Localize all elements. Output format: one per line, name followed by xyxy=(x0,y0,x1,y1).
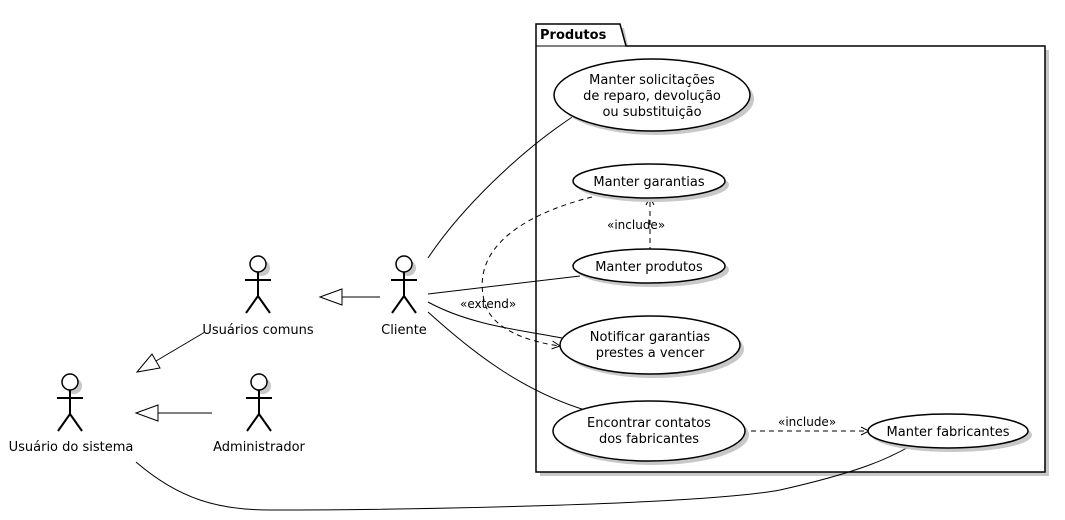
use-case-manter-garantias[interactable]: Manter garantias xyxy=(572,163,729,202)
use-case-notificar-garantias[interactable]: Notificar garantias prestes a vencer xyxy=(559,315,744,378)
actor-label: Usuário do sistema xyxy=(9,440,134,455)
actor-usuarios-comuns[interactable]: Usuários comuns xyxy=(202,255,314,338)
actor-administrador[interactable]: Administrador xyxy=(213,373,306,455)
use-case-manter-fabricantes[interactable]: Manter fabricantes xyxy=(867,413,1032,452)
use-case-label: de reparo, devolução xyxy=(583,89,721,104)
extend-garantias-notificar xyxy=(481,196,593,346)
use-case-label: dos fabricantes xyxy=(599,432,699,447)
include-label-fabricantes: «include» xyxy=(778,415,836,429)
use-case-label: Manter produtos xyxy=(595,260,703,275)
stick-figure-icon xyxy=(391,255,417,314)
gen-usuarios-comuns-usuario xyxy=(135,331,206,373)
use-case-manter-solicitacoes[interactable]: Manter solicitações de reparo, devolução… xyxy=(553,58,754,135)
extend-label-notificar: «extend» xyxy=(460,297,516,311)
use-case-manter-produtos[interactable]: Manter produtos xyxy=(572,248,729,287)
assoc-cliente-produtos xyxy=(427,275,581,295)
include-label-garantias: «include» xyxy=(607,218,665,232)
actor-label: Usuários comuns xyxy=(202,323,314,338)
use-case-label: Manter garantias xyxy=(593,175,704,190)
use-case-label: Encontrar contatos xyxy=(587,416,711,431)
assoc-cliente-encontrar xyxy=(427,311,586,411)
actor-label: Administrador xyxy=(213,440,305,455)
use-case-encontrar-contatos[interactable]: Encontrar contatos dos fabricantes xyxy=(552,400,749,465)
use-case-label: prestes a vencer xyxy=(596,346,705,361)
package-title: Produtos xyxy=(540,28,607,43)
use-case-label: Manter fabricantes xyxy=(887,425,1010,440)
actor-cliente[interactable]: Cliente xyxy=(381,255,427,338)
gen-administrador-usuario xyxy=(134,404,212,422)
assoc-cliente-notificar xyxy=(427,301,563,339)
assoc-usuario-fabricantes xyxy=(135,444,913,511)
use-case-label: Notificar garantias xyxy=(590,330,711,345)
dependencies: «include» «extend» «include» xyxy=(460,197,869,431)
actor-label: Cliente xyxy=(381,323,427,338)
gen-cliente-usuarios-comuns xyxy=(318,288,380,306)
stick-figure-icon xyxy=(246,373,272,432)
use-case-label: ou substituição xyxy=(602,105,701,120)
stick-figure-icon xyxy=(57,373,83,432)
associations xyxy=(134,111,913,511)
use-case-label: Manter solicitações xyxy=(589,73,715,88)
assoc-cliente-solicitacoes xyxy=(427,111,581,259)
stick-figure-icon xyxy=(245,255,271,314)
actor-usuario-do-sistema[interactable]: Usuário do sistema xyxy=(9,373,134,455)
